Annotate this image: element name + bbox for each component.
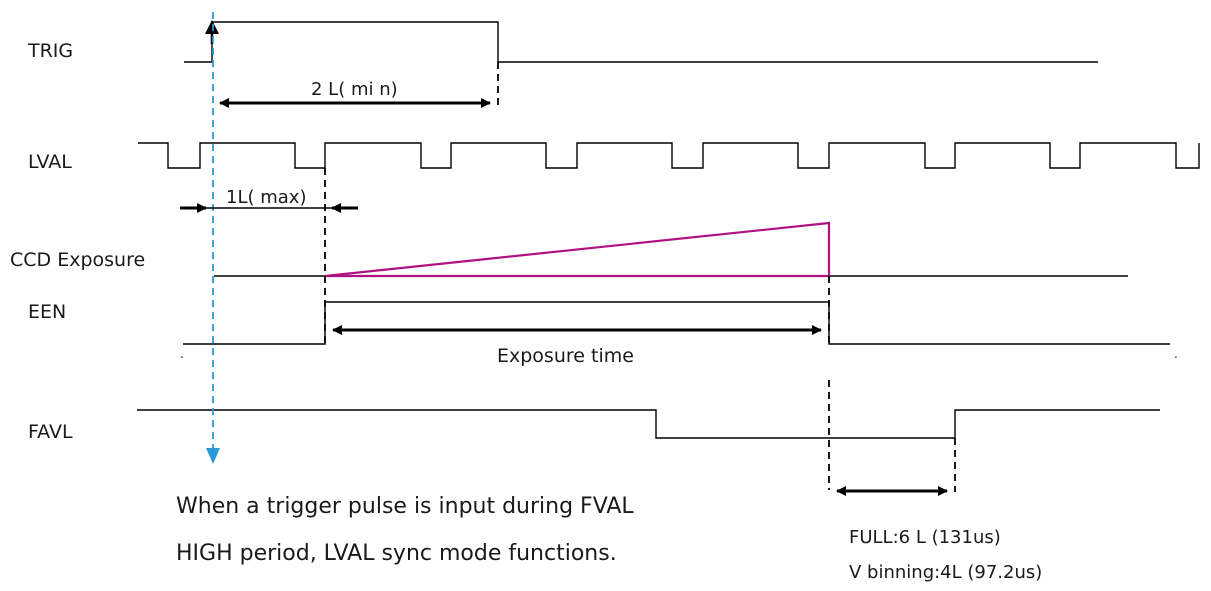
ccd-exposure-label: CCD Exposure	[10, 249, 145, 271]
een-tick-right: .	[1174, 347, 1178, 361]
trigger-marker-arrow	[206, 448, 220, 464]
lval-label: LVAL	[28, 151, 72, 173]
fval-waveform	[137, 409, 1160, 439]
note-line-1: When a trigger pulse is input during FVA…	[176, 494, 634, 519]
trig-arrow-head	[205, 20, 219, 34]
one-l-max-label: 1L( max)	[226, 187, 306, 208]
een-label: EEN	[28, 301, 66, 323]
note-line-2: HIGH period, LVAL sync mode functions.	[176, 541, 617, 566]
two-l-min-label: 2 L( mi n)	[311, 79, 398, 100]
trig-label: TRIG	[27, 40, 73, 62]
een-waveform	[183, 301, 1170, 345]
fval-label: FAVL	[28, 421, 73, 443]
een-tick-left: .	[180, 347, 184, 361]
exposure-time-label: Exposure time	[497, 345, 634, 367]
lval-waveform	[138, 142, 1200, 169]
exposure-ramp	[324, 221, 831, 278]
full-timing-label: FULL:6 L (131us)	[849, 527, 1001, 548]
v-binning-timing-label: V binning:4L (97.2us)	[849, 562, 1042, 583]
trig-waveform	[184, 21, 1098, 63]
